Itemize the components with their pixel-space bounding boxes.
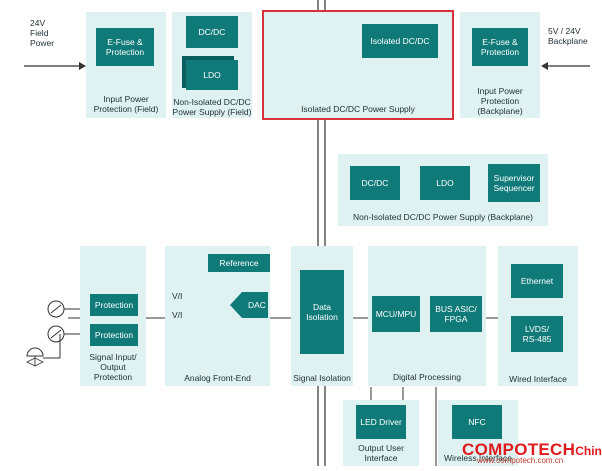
reference-block: Reference (208, 254, 270, 272)
signal-isolation-caption: Signal Isolation (293, 373, 351, 383)
ethernet-block: Ethernet (511, 264, 563, 298)
isolated-dcdc-caption: Isolated DC/DC Power Supply (301, 104, 415, 114)
logo-brand: COMPOTECH (462, 440, 576, 459)
dac-label: DAC (248, 300, 266, 310)
nonisolated-backplane-caption: Non-Isolated DC/DC Power Supply (Backpla… (353, 212, 533, 222)
compotech-logo: COMPOTECHChina (462, 440, 602, 460)
efuse-backplane-caption: Input Power Protection (Backplane) (477, 86, 523, 116)
nfc-block: NFC (452, 405, 502, 439)
digital-processing-caption: Digital Processing (392, 372, 462, 382)
protection-1-block: Protection (90, 294, 138, 316)
output-user-interface-caption: Output User Interface (358, 443, 404, 463)
mcu-mpu-block: MCU/MPU (372, 296, 420, 332)
data-isolation-block: Data Isolation (300, 270, 344, 354)
ldo-field-block: LDO (186, 60, 238, 90)
dcdc-backplane-block: DC/DC (350, 166, 400, 200)
dcdc-field-block: DC/DC (186, 16, 238, 48)
logo-region: China (575, 444, 602, 458)
wired-interface-caption: Wired Interface (509, 374, 567, 384)
wireless-interface-caption: Wireless Interface (443, 453, 513, 463)
dac-shape (230, 292, 268, 318)
efuse-field-caption: Input Power Protection (Field) (93, 94, 159, 114)
lvds-rs485-block: LVDS/ RS-485 (511, 316, 563, 352)
efuse-field-block: E-Fuse & Protection (96, 28, 154, 66)
ldo-backplane-block: LDO (420, 166, 470, 200)
supervisor-sequencer-block: Supervisor Sequencer (488, 164, 540, 202)
field-power-label: 24V Field Power (30, 18, 55, 48)
highlight-frame (262, 10, 454, 120)
protection-2-block: Protection (90, 324, 138, 346)
vi-2-label: V/I (172, 310, 183, 320)
vi-1-label: V/I (172, 291, 183, 301)
signal-protection-caption: Signal Input/ Output Protection (89, 352, 137, 382)
bus-asic-fpga-block: BUS ASIC/ FPGA (430, 296, 482, 332)
backplane-label: 5V / 24V Backplane (548, 26, 588, 46)
led-driver-block: LED Driver (356, 405, 406, 439)
isolated-dcdc-block: Isolated DC/DC (362, 24, 438, 58)
nonisolated-field-caption: Non-Isolated DC/DC Power Supply (Field) (172, 97, 252, 117)
efuse-backplane-block: E-Fuse & Protection (472, 28, 528, 66)
watermark-url: www.compotech.com.cn (477, 456, 564, 465)
signal-protection-panel (80, 246, 146, 386)
analog-front-end-caption: Analog Front-End (184, 373, 251, 383)
